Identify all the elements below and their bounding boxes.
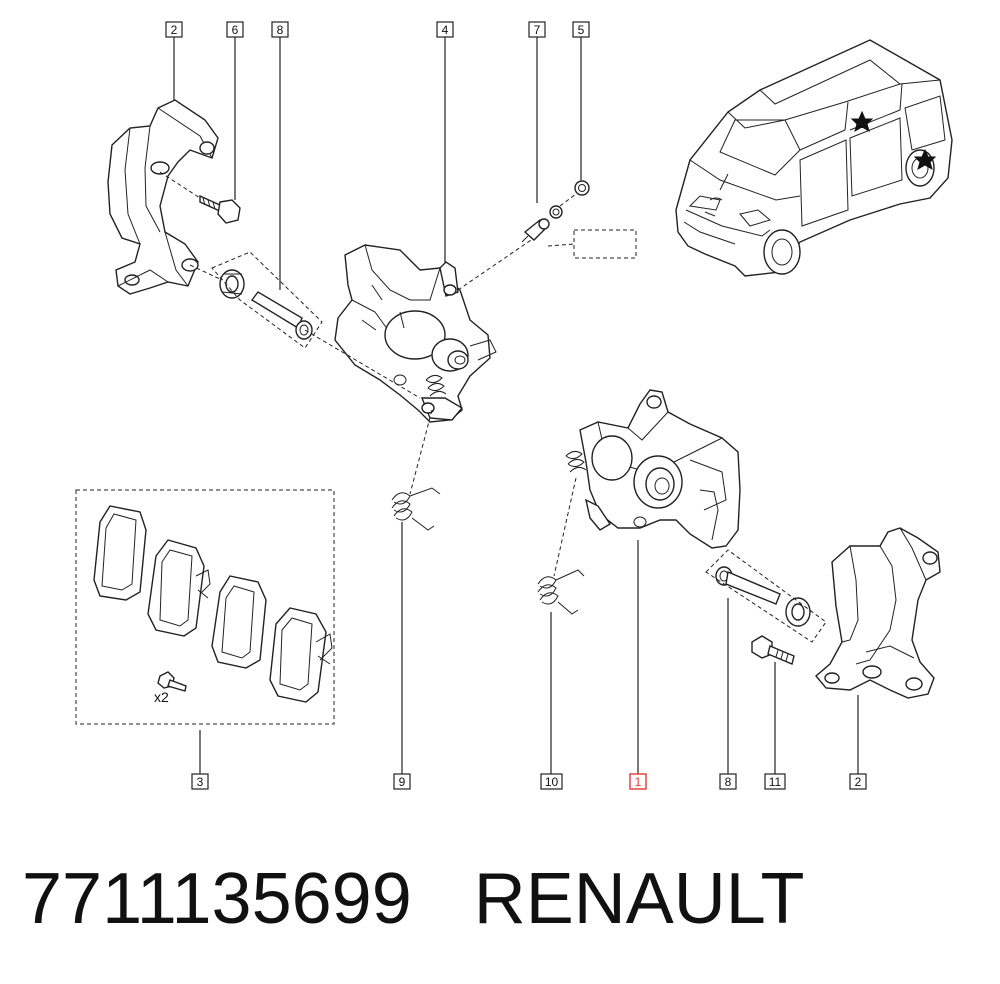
pad-bolt-icon: [158, 672, 186, 691]
bracket-bolt: [200, 196, 240, 223]
vehicle-illustration: [676, 40, 952, 276]
bleed-screw: [522, 219, 549, 242]
leader-lines: [173, 36, 859, 774]
svg-text:4: 4: [442, 23, 449, 37]
caliper-carrier-bracket-right: [816, 528, 940, 698]
callout-1-highlighted: 1: [629, 773, 647, 790]
callout-7: 7: [528, 21, 546, 38]
callout-11: 11: [764, 773, 786, 790]
svg-text:2: 2: [171, 23, 178, 37]
callout-10: 10: [540, 773, 563, 790]
pad-bolt-quantity: x2: [154, 689, 169, 705]
brake-pad-4: [270, 608, 332, 702]
svg-text:7: 7: [534, 23, 541, 37]
svg-text:9: 9: [399, 775, 406, 789]
callout-8-top: 8: [271, 21, 289, 38]
callout-9: 9: [393, 773, 411, 790]
svg-text:8: 8: [725, 775, 732, 789]
callout-3: 3: [191, 773, 209, 790]
dust-cap: [575, 181, 589, 195]
bracket-bolt-bottom: [752, 636, 794, 664]
svg-text:6: 6: [232, 23, 239, 37]
part-number: 7711135699: [22, 859, 412, 939]
guide-pin-bushing-bottom: [786, 598, 810, 626]
guide-pin-bushing-top: [220, 270, 244, 298]
callout-6: 6: [226, 21, 244, 38]
pad-spring-10: [538, 570, 584, 614]
brake-pad-2: [148, 540, 210, 636]
caliper-body-top: [335, 245, 496, 422]
brand-name: RENAULT: [473, 859, 805, 939]
caliper-body-bottom: [566, 390, 740, 548]
guide-pin-top: [252, 292, 312, 339]
svg-text:2: 2: [855, 775, 862, 789]
guide-pin-bottom: [716, 567, 780, 604]
pad-spring-9: [392, 488, 440, 530]
callout-4: 4: [436, 21, 454, 38]
brake-pad-1: [94, 506, 146, 600]
svg-text:3: 3: [197, 775, 204, 789]
svg-text:5: 5: [578, 23, 585, 37]
svg-text:11: 11: [769, 775, 782, 789]
part-caption: 7711135699 RENAULT: [22, 858, 804, 940]
callout-2-bottom: 2: [849, 773, 867, 790]
svg-text:8: 8: [277, 23, 284, 37]
bleed-screw-cap: [550, 206, 562, 218]
brake-pad-3: [212, 576, 266, 668]
callout-2-top: 2: [165, 21, 183, 38]
svg-text:10: 10: [545, 775, 559, 789]
caliper-carrier-bracket-left: [108, 100, 218, 294]
callout-8-bottom: 8: [719, 773, 737, 790]
callout-5: 5: [572, 21, 590, 38]
svg-text:1: 1: [635, 775, 642, 789]
brake-pad-kit-frame: [75, 489, 335, 725]
